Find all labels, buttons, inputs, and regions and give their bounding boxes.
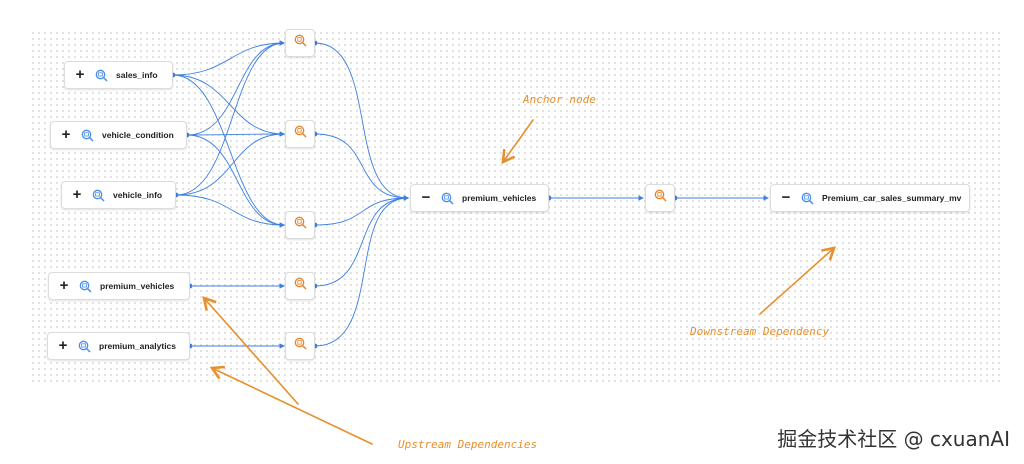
query-node-3[interactable] bbox=[285, 211, 315, 239]
node-label: vehicle_condition bbox=[102, 130, 174, 140]
table-search-icon bbox=[81, 129, 94, 142]
edge-info-q1 bbox=[175, 40, 285, 196]
edge-info-q2 bbox=[175, 131, 285, 196]
query-node-5[interactable] bbox=[285, 332, 315, 360]
query-icon bbox=[294, 277, 307, 295]
node-label: Premium_car_sales_summary_mv bbox=[822, 193, 962, 203]
table-search-icon bbox=[441, 192, 454, 205]
edge-q3-anchor bbox=[314, 195, 409, 226]
downstream-dependency-annotation: Downstream Dependency bbox=[690, 325, 830, 338]
query-node-2[interactable] bbox=[285, 120, 315, 148]
node-anchor-premium-vehicles[interactable]: − premium_vehicles bbox=[410, 184, 549, 212]
edge-sales-q3 bbox=[172, 74, 285, 228]
node-label: sales_info bbox=[116, 70, 158, 80]
collapse-toggle[interactable]: − bbox=[421, 189, 431, 206]
node-label: premium_analytics bbox=[99, 341, 177, 351]
node-label: premium_vehicles bbox=[100, 281, 175, 291]
expand-toggle[interactable]: + bbox=[72, 186, 82, 203]
anchor-node-annotation: Anchor node bbox=[523, 93, 596, 106]
table-search-icon bbox=[95, 69, 108, 82]
upstream-annotation-arrow-2 bbox=[209, 365, 373, 445]
node-vehicle-info[interactable]: + vehicle_info bbox=[61, 181, 176, 209]
node-label: premium_vehicles bbox=[462, 193, 537, 203]
node-premium-analytics[interactable]: + premium_analytics bbox=[47, 332, 190, 360]
edge-q2-anchor bbox=[314, 133, 409, 201]
query-icon bbox=[294, 216, 307, 234]
query-icon bbox=[294, 337, 307, 355]
query-icon bbox=[294, 125, 307, 143]
downstream-annotation-arrow bbox=[759, 246, 836, 315]
edge-condition-q1 bbox=[186, 40, 285, 136]
collapse-toggle[interactable]: − bbox=[781, 189, 791, 206]
anchor-annotation-arrow bbox=[501, 119, 534, 165]
edge-condition-q2 bbox=[186, 131, 285, 137]
query-icon bbox=[654, 189, 667, 207]
edge-condition-q3 bbox=[186, 134, 285, 228]
upstream-dependencies-annotation: Upstream Dependencies bbox=[398, 438, 538, 451]
table-search-icon bbox=[79, 280, 92, 293]
expand-toggle[interactable]: + bbox=[75, 66, 85, 83]
expand-toggle[interactable]: + bbox=[61, 126, 71, 143]
edge-sales-q1 bbox=[172, 40, 285, 76]
query-node-4[interactable] bbox=[285, 272, 315, 300]
query-node-6[interactable] bbox=[645, 184, 675, 212]
table-search-icon bbox=[78, 340, 91, 353]
node-vehicle-condition[interactable]: + vehicle_condition bbox=[50, 121, 187, 149]
edge-info-q3 bbox=[175, 194, 285, 228]
watermark: 掘金技术社区 @ cxuanAI bbox=[777, 427, 1010, 451]
expand-toggle[interactable]: + bbox=[59, 277, 69, 294]
edge-q4-anchor bbox=[314, 195, 409, 287]
expand-toggle[interactable]: + bbox=[58, 337, 68, 354]
edge-q5-anchor bbox=[314, 195, 409, 347]
table-search-icon bbox=[801, 192, 814, 205]
upstream-annotation-arrow-1 bbox=[202, 296, 299, 405]
query-node-1[interactable] bbox=[285, 29, 315, 57]
node-label: vehicle_info bbox=[113, 190, 163, 200]
node-downstream-summary-mv[interactable]: − Premium_car_sales_summary_mv bbox=[770, 184, 970, 212]
node-sales-info[interactable]: + sales_info bbox=[64, 61, 173, 89]
query-icon bbox=[294, 34, 307, 52]
table-search-icon bbox=[92, 189, 105, 202]
edge-sales-q2 bbox=[172, 74, 285, 137]
edge-q1-anchor bbox=[314, 42, 409, 201]
node-premium-vehicles-upstream[interactable]: + premium_vehicles bbox=[48, 272, 190, 300]
